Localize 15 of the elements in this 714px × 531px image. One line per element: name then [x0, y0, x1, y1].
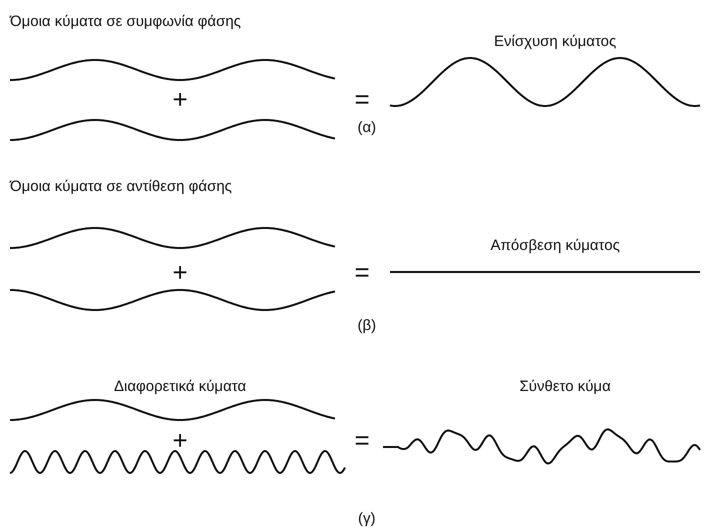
wave-caption: Ενίσχυση κύματος — [494, 33, 616, 51]
equals-sign: = — [354, 259, 370, 285]
equals-sign: = — [354, 86, 370, 112]
wave-caption: Όμοια κύματα σε αντίθεση φάσης — [10, 178, 232, 196]
plus-sign: + — [172, 259, 188, 285]
wave-caption: Σύνθετο κύμα — [520, 378, 611, 396]
equals-sign: = — [354, 427, 370, 453]
panel-label: (β) — [358, 317, 376, 335]
panel-label: (α) — [358, 119, 376, 137]
panel-label: (γ) — [358, 510, 376, 528]
wave-caption: Διαφορετικά κύματα — [114, 378, 246, 396]
plus-sign: + — [172, 86, 188, 112]
plus-sign: + — [172, 427, 188, 453]
wave-caption: Απόσβεση κύματος — [490, 237, 620, 255]
wave-caption: Όμοια κύματα σε συμφωνία φάσης — [10, 13, 241, 31]
